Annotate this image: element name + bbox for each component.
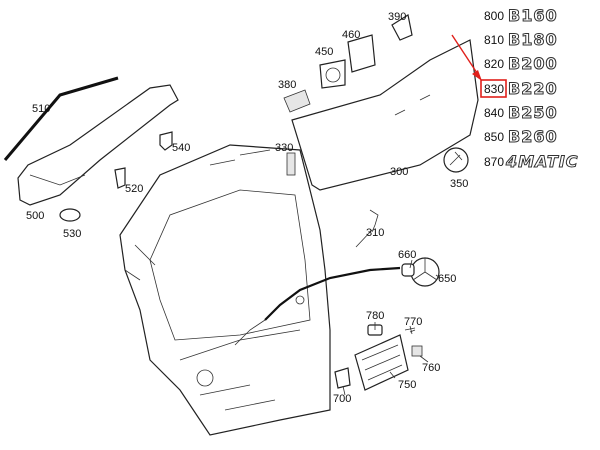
washer-530 [59, 208, 81, 222]
callout-510: 510 [32, 103, 50, 115]
handle-700 [334, 367, 351, 389]
callout-650: 650 [438, 273, 456, 285]
badge-label-850: B260 [508, 127, 558, 146]
bolt-520 [114, 167, 126, 189]
badge-highlight-box [480, 79, 507, 98]
badge-number-830: 830 [484, 82, 504, 96]
badge-label-810: B180 [508, 30, 558, 49]
callout-540: 540 [172, 142, 190, 154]
badge-label-830: B220 [508, 79, 558, 98]
license-plate-bracket [354, 334, 409, 391]
spoiler-seal [3, 76, 119, 161]
clip-760 [411, 345, 423, 357]
badge-number-810: 810 [484, 33, 504, 47]
callout-780: 780 [366, 310, 384, 322]
callout-300: 300 [390, 166, 408, 178]
callout-310: 310 [366, 227, 384, 239]
callout-330: 330 [275, 142, 293, 154]
clip [283, 89, 311, 113]
cover-plate [347, 34, 376, 73]
round-cover [319, 59, 346, 89]
callout-450: 450 [315, 46, 333, 58]
callout-750: 750 [398, 379, 416, 391]
badge-label-840: B250 [508, 103, 558, 122]
star-emblem [410, 257, 440, 287]
badge-label-800: B160 [508, 6, 558, 25]
callout-770: 770 [404, 316, 422, 328]
badge-number-800: 800 [484, 9, 504, 23]
callout-500: 500 [26, 210, 44, 222]
callout-660: 660 [398, 249, 416, 261]
badge-number-840: 840 [484, 106, 504, 120]
callout-350: 350 [450, 178, 468, 190]
badge-label-820: B200 [508, 54, 558, 73]
callout-530: 530 [63, 228, 81, 240]
screw [369, 209, 379, 233]
wrench-icon [443, 147, 469, 173]
callout-700: 700 [333, 393, 351, 405]
badge-number-870: 870 [484, 155, 504, 169]
badge-number-820: 820 [484, 57, 504, 71]
strip [286, 152, 296, 176]
badge-list: 800 B160 810 B180 820 B200 830 B220 840 … [480, 6, 579, 172]
screw-770 [404, 325, 416, 335]
bolt-540 [159, 131, 173, 151]
callout-460: 460 [342, 29, 360, 41]
grommet [401, 263, 415, 277]
wire-harness [264, 266, 401, 321]
highlight-arrow [451, 34, 478, 74]
rear-window [291, 39, 479, 191]
badge-number-850: 850 [484, 130, 504, 144]
tailgate-frame [119, 144, 331, 436]
badge-label-870: 4MATIC [505, 152, 579, 171]
rear-spoiler [3, 76, 179, 206]
callout-380: 380 [278, 79, 296, 91]
highlight-arrowhead [472, 70, 482, 81]
callout-760: 760 [422, 362, 440, 374]
bracket [391, 14, 413, 41]
callout-390: 390 [388, 11, 406, 23]
callout-520: 520 [125, 183, 143, 195]
